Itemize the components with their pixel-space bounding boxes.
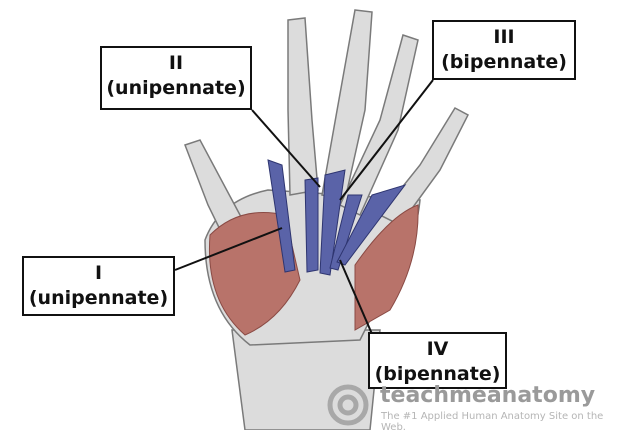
- leader-line-i: [174, 227, 283, 271]
- label-i-numeral: I: [94, 262, 103, 284]
- watermark-logo-icon: [327, 384, 369, 426]
- hypothenar-muscles: [354, 204, 419, 331]
- watermark-tagline: The #1 Applied Human Anatomy Site on the…: [381, 411, 604, 430]
- label-iii: III (bipennate): [432, 20, 576, 80]
- label-iv: IV (bipennate): [368, 332, 507, 389]
- leader-line-ii: [251, 109, 321, 188]
- dorsal-interosseous-1: [267, 159, 296, 273]
- label-i-type: (unipennate): [28, 287, 169, 309]
- dorsal-interosseous-3b: [329, 194, 363, 271]
- thenar-muscles: [208, 212, 301, 336]
- watermark-brand: teachmeanatomy: [380, 383, 596, 408]
- label-iii-type: (bipennate): [441, 51, 567, 73]
- leader-lines: [174, 79, 434, 335]
- label-iv-numeral: IV: [426, 338, 449, 360]
- dorsal-interosseous-4: [336, 184, 407, 266]
- leader-line-iii: [339, 79, 434, 201]
- dorsal-interosseous-3: [319, 169, 346, 276]
- label-ii-type: (unipennate): [106, 77, 246, 99]
- dorsal-interosseous-2: [304, 177, 319, 273]
- label-ii-numeral: II: [168, 52, 184, 74]
- label-iii-numeral: III: [493, 26, 515, 48]
- ring-finger: [339, 34, 419, 217]
- label-i: I (unipennate): [22, 256, 175, 316]
- label-ii: II (unipennate): [100, 46, 252, 110]
- leader-line-iv: [339, 259, 373, 335]
- label-iv-type: (bipennate): [374, 363, 501, 385]
